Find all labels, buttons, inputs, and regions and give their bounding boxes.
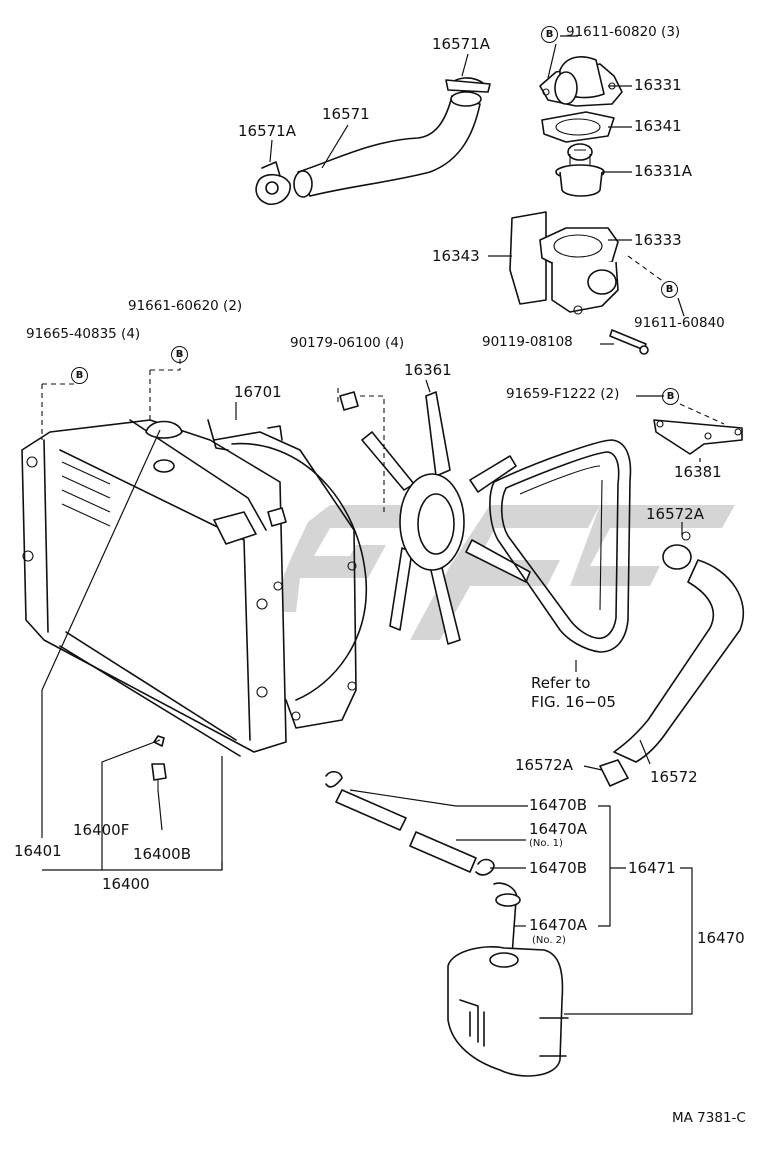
- water-outlet-16331: [539, 56, 623, 107]
- label-16572A-bottom: 16572A: [515, 756, 573, 774]
- label-16401: 16401: [14, 842, 62, 860]
- bolt-90119-08108: [609, 329, 649, 355]
- marker-b-91611-60820: B: [541, 26, 558, 43]
- label-16470A-no2: 16470A: [529, 916, 587, 934]
- label-90179-06100: 90179-06100 (4): [290, 335, 405, 351]
- label-16400B: 16400B: [133, 845, 192, 863]
- label-91661-60620: 91661-60620 (2): [128, 298, 243, 314]
- label-16343: 16343: [432, 247, 480, 265]
- label-16470B-top: 16470B: [529, 796, 588, 814]
- label-91611-60820: 91611-60820 (3): [566, 24, 681, 40]
- label-16572: 16572: [650, 768, 698, 786]
- bolt-90179-06100: [339, 391, 359, 411]
- label-16571: 16571: [322, 105, 370, 123]
- label-16701: 16701: [234, 383, 282, 401]
- reference-note-line1: Refer to: [531, 674, 591, 692]
- marker-b-91665-40835: B: [71, 367, 88, 384]
- reservoir-hoses: [325, 770, 521, 957]
- label-91659-F1222: 91659-F1222 (2): [506, 386, 620, 402]
- label-91611-60840: 91611-60840: [634, 315, 725, 331]
- label-90119-08108: 90119-08108: [482, 334, 573, 350]
- label-16470B-bottom: 16470B: [529, 859, 588, 877]
- radiator-assembly: [21, 419, 287, 757]
- label-16331A: 16331A: [634, 162, 692, 180]
- fan-belt: [489, 439, 632, 653]
- drain-cock-parts: [151, 735, 167, 790]
- coolant-reservoir-16470: [447, 946, 569, 1077]
- label-16470A-no1: 16470A: [529, 820, 587, 838]
- marker-b-91611-60840: B: [661, 281, 678, 298]
- fan-shroud-16701: [207, 419, 368, 729]
- diagram-code: MA 7381-C: [672, 1110, 746, 1126]
- label-16571A-left: 16571A: [238, 122, 296, 140]
- label-91665-40835: 91665-40835 (4): [26, 326, 141, 342]
- upper-radiator-hose: [255, 77, 491, 206]
- lower-radiator-hose: [599, 531, 745, 787]
- label-no1: (No. 1): [529, 838, 563, 849]
- label-16333: 16333: [634, 231, 682, 249]
- label-16381: 16381: [674, 463, 722, 481]
- label-16572A-top: 16572A: [646, 505, 704, 523]
- label-16471: 16471: [628, 859, 676, 877]
- marker-b-91659-F1222: B: [662, 388, 679, 405]
- label-16400F: 16400F: [73, 821, 130, 839]
- label-no2: (No. 2): [532, 935, 566, 946]
- label-16341: 16341: [634, 117, 682, 135]
- label-16331: 16331: [634, 76, 682, 94]
- thermostat-16331A: [555, 143, 605, 197]
- label-16361: 16361: [404, 361, 452, 379]
- label-16571A-top: 16571A: [432, 35, 490, 53]
- marker-b-91661-60620: B: [171, 346, 188, 363]
- water-inlet-housing-16333: [509, 211, 619, 315]
- label-16400: 16400: [102, 875, 150, 893]
- leader-lines: [41, 35, 725, 1015]
- label-16470: 16470: [697, 929, 745, 947]
- bracket-16381: [653, 419, 743, 455]
- reference-note-line2: FIG. 16−05: [531, 693, 616, 711]
- cooling-fan-16361: [341, 391, 531, 645]
- thermostat-gasket-16341: [541, 111, 615, 143]
